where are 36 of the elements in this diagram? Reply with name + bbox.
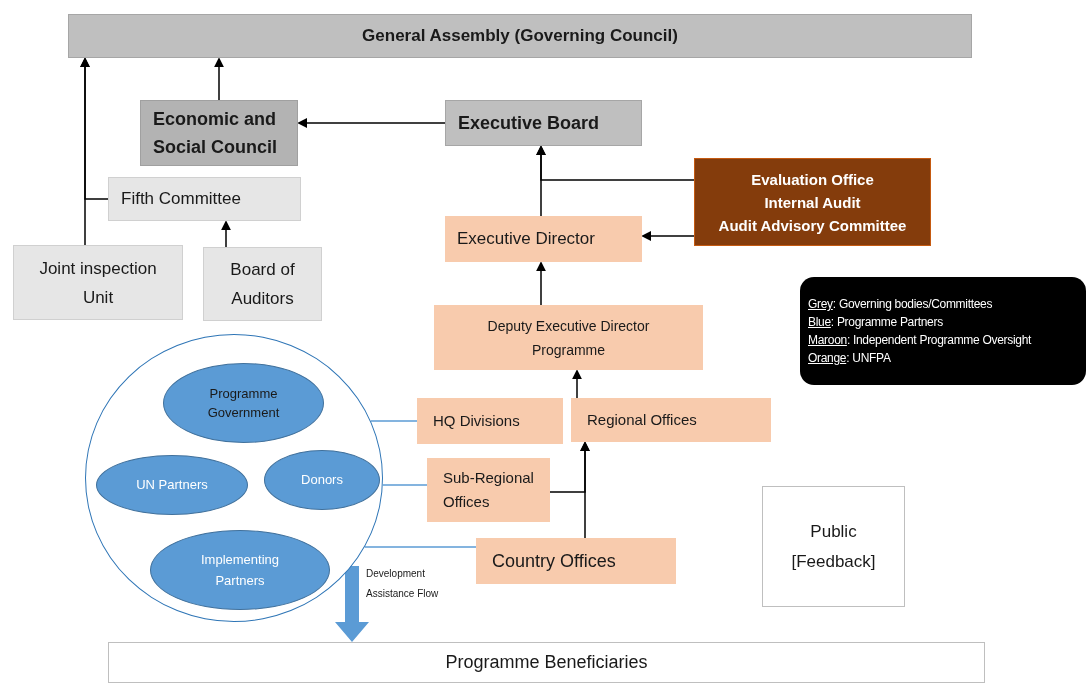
country-offices-box: Country Offices	[476, 538, 676, 584]
committee-box: Fifth Committee	[108, 177, 301, 221]
partner-ellipse: Programme Government	[163, 363, 324, 443]
director-box: Executive Director	[445, 216, 642, 262]
beneficiaries-box: Programme Beneficiaries	[108, 642, 985, 683]
unit-box: Joint inspection Unit	[13, 245, 183, 320]
legend-text: Grey: Governing bodies/Committees	[808, 296, 994, 313]
arrow	[549, 441, 590, 493]
legend-text: Orange: UNFPA	[808, 350, 892, 367]
governing-body-box: General Assembly (Governing Council)	[68, 14, 972, 58]
arrow	[641, 231, 695, 241]
council-box: Economic and Social Council	[140, 100, 298, 166]
legend-text: Maroon: Independent Programme Oversight	[808, 332, 1033, 349]
arrow	[297, 118, 446, 128]
auditors-box: Board of Auditors	[203, 247, 322, 321]
partner-ellipse: Implementing Partners	[150, 530, 330, 610]
connector-line	[382, 484, 428, 486]
connector-line	[370, 420, 418, 422]
legend-text: Blue: Programme Partners	[808, 314, 944, 331]
board-box: Executive Board	[445, 100, 642, 146]
partner-ellipse: UN Partners	[96, 455, 248, 515]
divisions-box: HQ Divisions	[417, 398, 563, 444]
subregional-offices-box: Sub-Regional Offices	[427, 458, 550, 522]
arrow	[536, 145, 695, 181]
arrow	[536, 261, 546, 306]
oversight-box: Evaluation Office Internal Audit Audit Advisory Committee	[694, 158, 931, 246]
flow-arrow	[335, 565, 369, 642]
deputy-director-box: Deputy Executive Director Programme	[434, 305, 703, 370]
partner-ellipse: Donors	[264, 450, 380, 510]
arrow	[221, 220, 231, 248]
arrow	[214, 57, 224, 101]
arrow	[80, 57, 109, 200]
connector-line	[364, 546, 477, 548]
arrow	[572, 369, 582, 399]
regional-offices-box: Regional Offices	[571, 398, 771, 442]
public-box: Public [Feedback]	[762, 486, 905, 607]
